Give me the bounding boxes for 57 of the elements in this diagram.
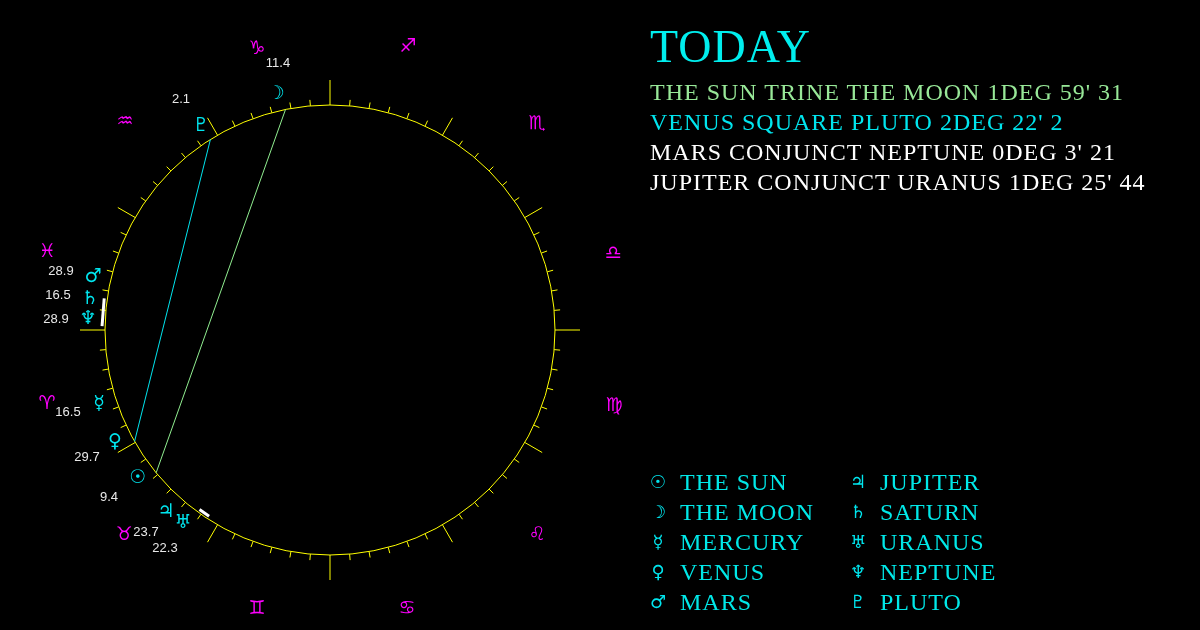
planet-symbol: ♅ — [174, 511, 192, 531]
aspect-text: MARS CONJUNCT NEPTUNE 0DEG 3' 21 — [650, 140, 1116, 164]
zodiac-sign-symbol: ♐ — [399, 35, 417, 55]
legend-label: NEPTUNE — [880, 560, 997, 584]
planet-symbol: ☿ — [93, 392, 105, 412]
legend-symbol: ☉ — [649, 473, 667, 491]
planet-symbol: ♄ — [81, 287, 99, 307]
degree-value: 28.9 — [48, 263, 74, 277]
title: TODAY — [650, 24, 811, 70]
degree-value: 28.9 — [43, 311, 69, 325]
degree-value: 11.4 — [265, 55, 291, 69]
legend-label: MERCURY — [680, 530, 805, 554]
legend-label: THE MOON — [680, 500, 814, 524]
planet-symbol: ♀ — [108, 430, 122, 450]
legend-symbol: ♅ — [849, 533, 867, 551]
zodiac-sign-symbol: ♑ — [248, 37, 266, 57]
legend-symbol: ♆ — [849, 563, 867, 581]
planet-symbol: ☽ — [267, 82, 285, 102]
legend-symbol: ♇ — [849, 593, 867, 611]
planet-symbol: ♂ — [84, 265, 102, 285]
legend-label: JUPITER — [880, 470, 981, 494]
planet-symbol: ♇ — [192, 114, 210, 134]
legend-symbol: ♂ — [649, 593, 667, 611]
zodiac-sign-symbol: ♍ — [605, 394, 623, 414]
zodiac-sign-symbol: ♒ — [116, 110, 134, 130]
legend-label: VENUS — [680, 560, 765, 584]
planet-symbol: ♆ — [79, 307, 97, 327]
legend-label: URANUS — [880, 530, 985, 554]
degree-value: 29.7 — [74, 449, 100, 463]
legend-label: PLUTO — [880, 590, 962, 614]
zodiac-sign-symbol: ♋ — [398, 597, 416, 617]
aspect-text: JUPITER CONJUNCT URANUS 1DEG 25' 44 — [650, 170, 1146, 194]
degree-value: 22.3 — [152, 540, 178, 554]
legend-label: SATURN — [880, 500, 980, 524]
legend-symbol: ♀ — [651, 563, 665, 581]
zodiac-sign-symbol: ♌ — [528, 523, 546, 543]
legend-symbol: ♃ — [849, 473, 867, 491]
zodiac-sign-symbol: ♈ — [38, 392, 56, 412]
planet-symbol: ♃ — [157, 500, 175, 520]
zodiac-sign-symbol: ♓ — [38, 240, 56, 260]
aspect-text: VENUS SQUARE PLUTO 2DEG 22' 2 — [650, 110, 1064, 134]
zodiac-sign-symbol: ♎ — [604, 242, 622, 262]
degree-value: 16.5 — [55, 404, 81, 418]
planet-symbol: ☉ — [129, 466, 147, 486]
legend-symbol: ☿ — [652, 533, 664, 551]
zodiac-sign-symbol: ♏ — [528, 112, 546, 132]
legend-label: MARS — [680, 590, 753, 614]
zodiac-sign-symbol: ♊ — [248, 597, 266, 617]
zodiac-sign-symbol: ♉ — [115, 523, 133, 543]
degree-value: 23.7 — [133, 524, 159, 538]
legend-symbol: ☽ — [649, 503, 667, 521]
aspect-text: THE SUN TRINE THE MOON 1DEG 59' 31 — [650, 80, 1125, 104]
degree-value: 9.4 — [99, 489, 119, 503]
legend-symbol: ♄ — [849, 503, 867, 521]
legend-label: THE SUN — [680, 470, 788, 494]
degree-value: 2.1 — [171, 91, 191, 105]
degree-value: 16.5 — [45, 287, 71, 301]
